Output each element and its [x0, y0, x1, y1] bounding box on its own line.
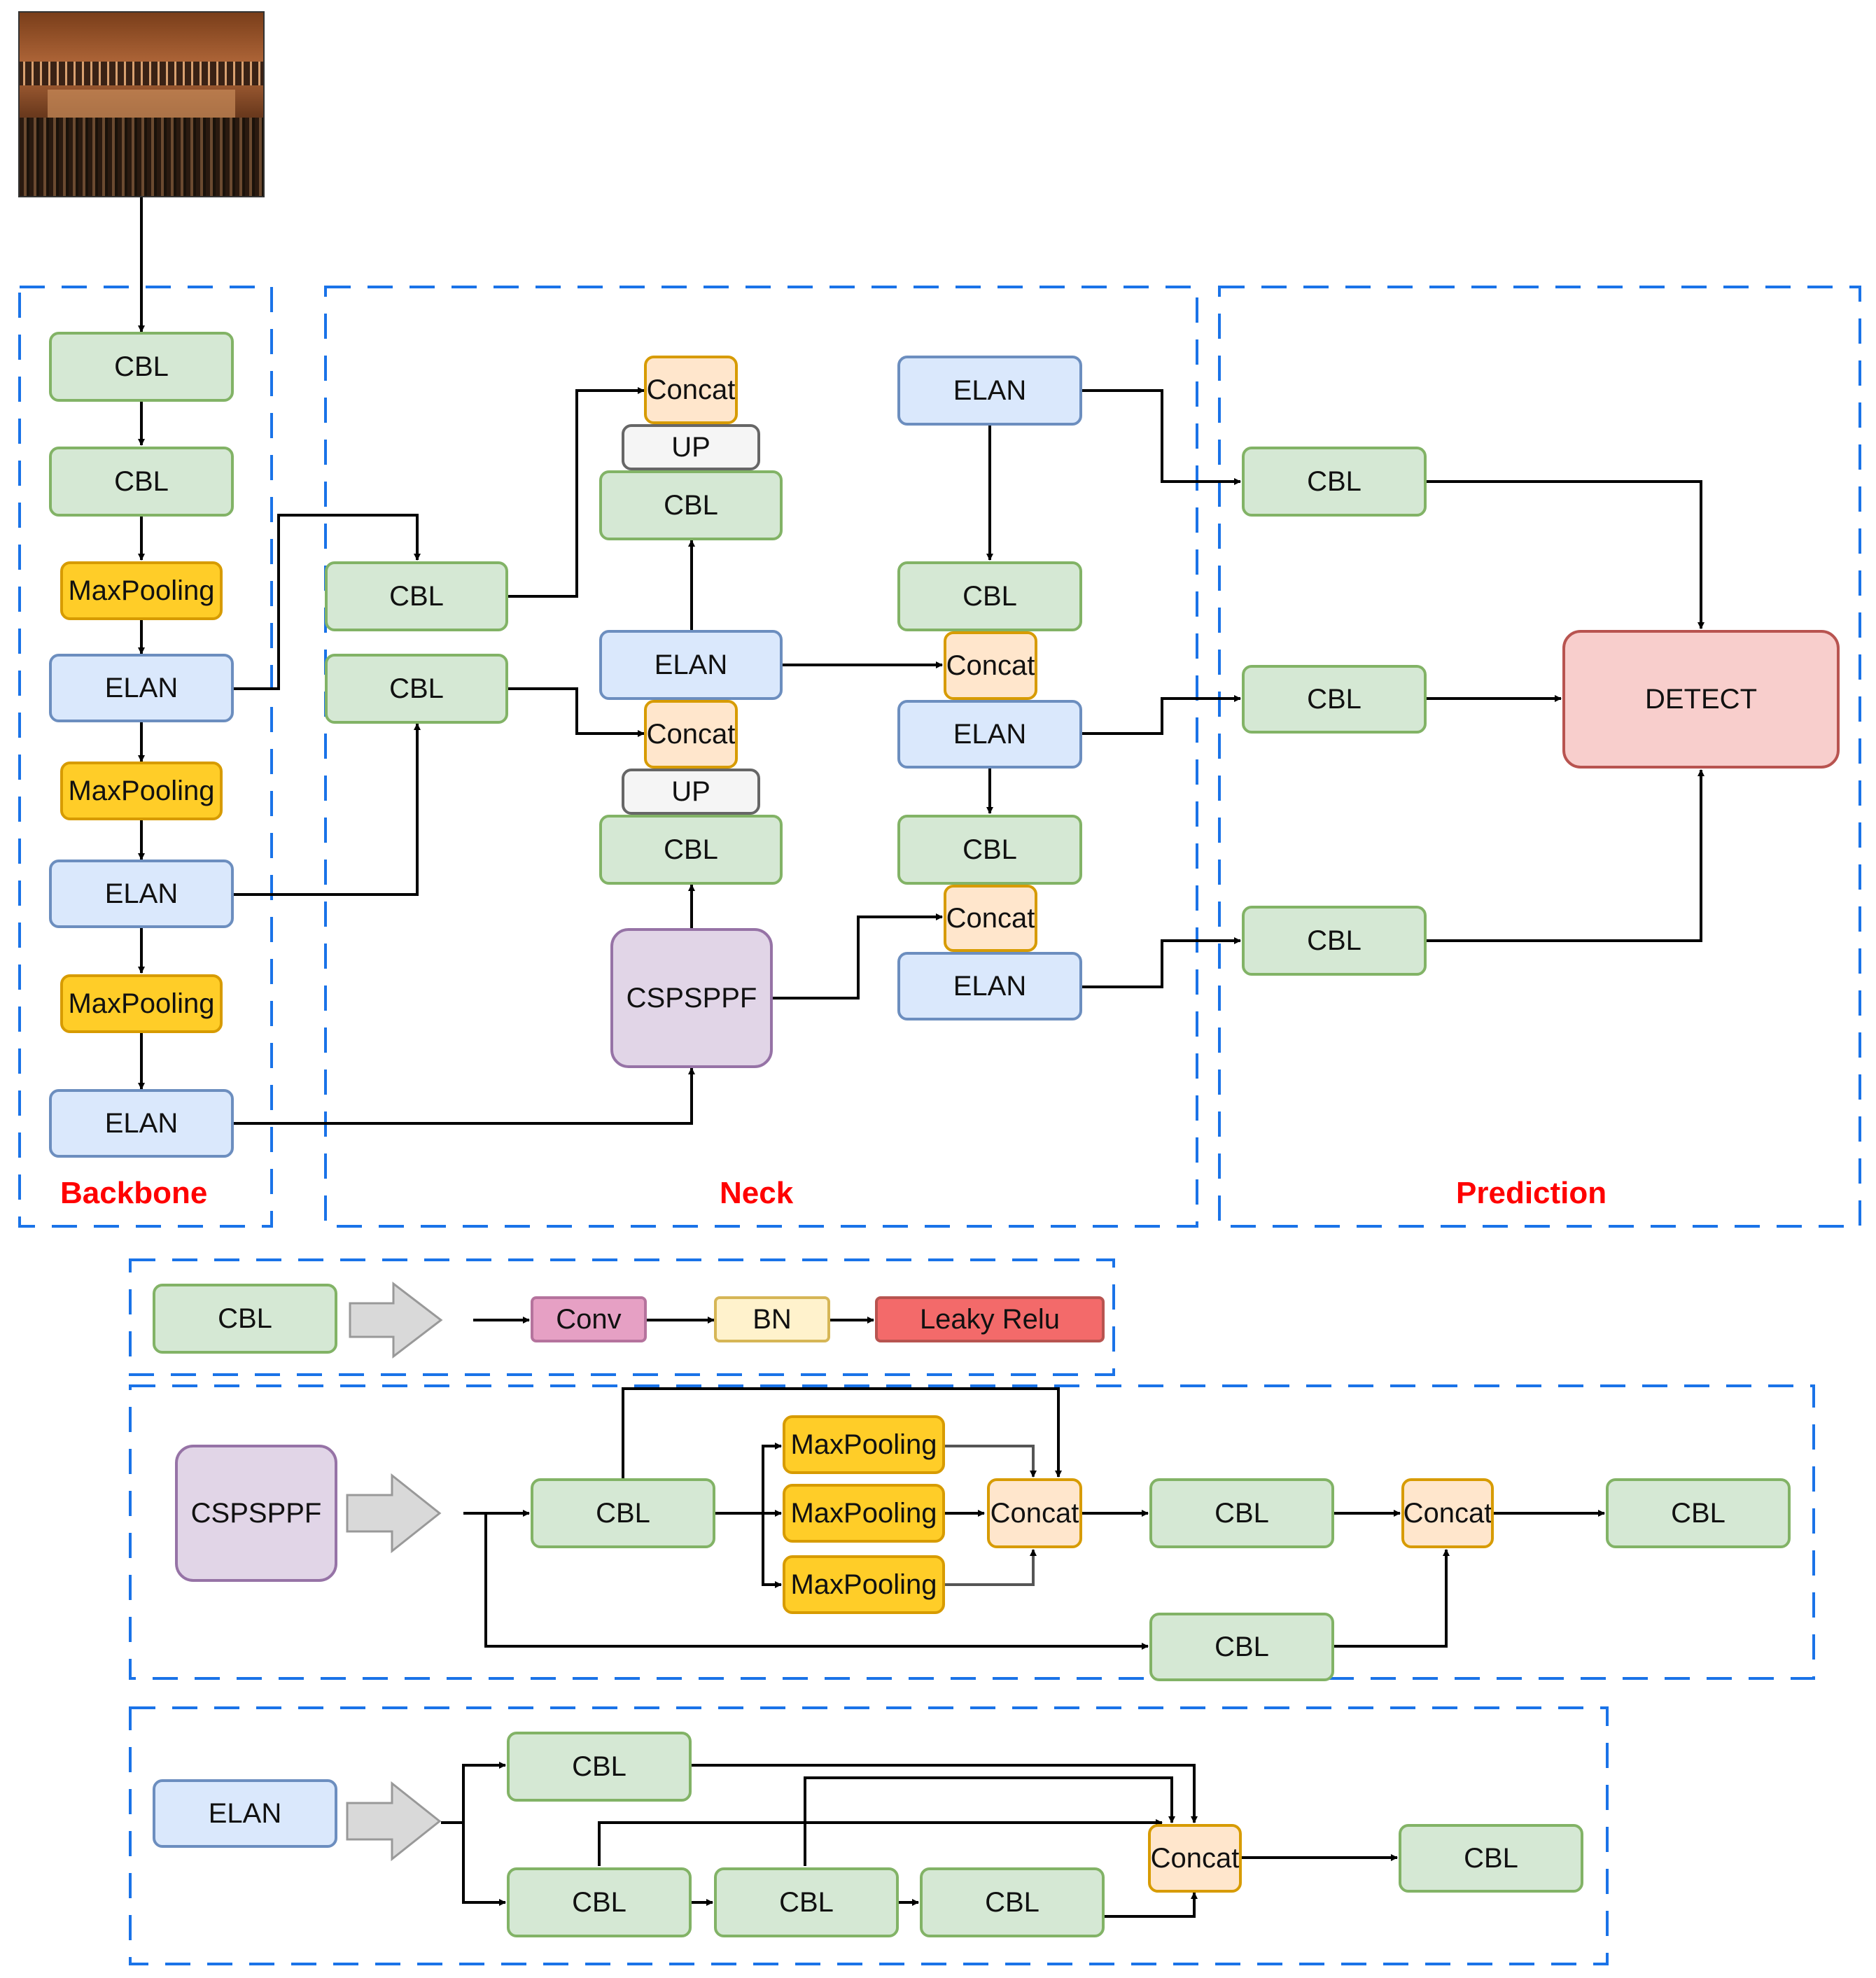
edge-spp-in-bottom [484, 1513, 1149, 1650]
edge-spp-botcbl-concat2 [1334, 1549, 1450, 1648]
neck-concat-right-2: Concat [944, 885, 1037, 952]
elan-cbl-out: CBL [1399, 1824, 1583, 1893]
elan-legend-region [129, 1706, 1609, 1965]
edge-pred1-detect [1427, 480, 1704, 629]
legend-leaky-relu: Leaky Relu [875, 1296, 1105, 1342]
edge-spp-mp-top [762, 1443, 782, 1513]
elan-cbl-b2: CBL [714, 1867, 899, 1937]
legend-cspsppf: CSPSPPF [175, 1445, 337, 1582]
edge-elan-split-bot [462, 1823, 506, 1906]
expand-arrow-cspsppf [346, 1473, 442, 1554]
spp-cbl-in: CBL [531, 1478, 715, 1548]
spp-cbl-bottom: CBL [1149, 1613, 1334, 1681]
spp-cbl-out: CBL [1606, 1478, 1791, 1548]
edge-elan-c3-concat [1105, 1892, 1198, 1918]
neck-elan-right-mid: ELAN [897, 700, 1082, 769]
legend-conv: Conv [531, 1296, 647, 1342]
edge-spp-mp-bot [762, 1513, 782, 1588]
spp-maxpooling-2: MaxPooling [783, 1484, 945, 1543]
elan-cbl-b3: CBL [920, 1867, 1105, 1937]
prediction-cbl-2: CBL [1242, 665, 1427, 734]
neck-concat-top: Concat [644, 356, 738, 424]
neck-cbl-up-mid: CBL [599, 815, 783, 885]
neck-up-top: UP [622, 424, 760, 470]
edge-cspsppf-concat-low [773, 913, 943, 999]
edge-elan2-neckcbl2 [234, 723, 421, 896]
backbone-maxpooling-3: MaxPooling [60, 974, 223, 1033]
expand-arrows [346, 1281, 443, 1862]
spp-concat-1: Concat [987, 1478, 1082, 1548]
photo-wall [48, 90, 235, 118]
spp-maxpooling-3: MaxPooling [783, 1555, 945, 1614]
edge-spp-mp3-concat [945, 1549, 1037, 1586]
neck-label: Neck [720, 1176, 794, 1210]
edge-neckcbl1-concat-top [508, 387, 645, 598]
connectors [138, 195, 1704, 1918]
neck-elan-top-right: ELAN [897, 356, 1082, 426]
elan-cbl-b1: CBL [507, 1867, 692, 1937]
backbone-region [18, 286, 273, 1228]
section-borders [18, 286, 1861, 1965]
backbone-maxpooling-2: MaxPooling [60, 762, 223, 820]
backbone-elan-3: ELAN [49, 1089, 234, 1158]
backbone-elan-2: ELAN [49, 860, 234, 928]
backbone-elan-1: ELAN [49, 654, 234, 722]
edge-elan1-neckcbl1 [234, 514, 421, 690]
prediction-cbl-3: CBL [1242, 906, 1427, 976]
legend-bn: BN [714, 1296, 830, 1342]
spp-cbl-mid: CBL [1149, 1478, 1334, 1548]
edge-elan-low-pred [1082, 937, 1241, 988]
backbone-cbl-2: CBL [49, 447, 234, 517]
backbone-label: Backbone [60, 1176, 208, 1210]
backbone-cbl-1: CBL [49, 332, 234, 402]
neck-cbl-2: CBL [325, 654, 508, 724]
prediction-label: Prediction [1456, 1176, 1607, 1210]
neck-up-mid: UP [622, 769, 760, 815]
edge-elan3-cspsppf [234, 1067, 695, 1125]
neck-concat-right-1: Concat [944, 631, 1037, 700]
prediction-cbl-1: CBL [1242, 447, 1427, 517]
edge-spp-cbl-skip [622, 1387, 1062, 1478]
edge-elan-c1-concat [598, 1819, 1163, 1866]
spp-concat-2: Concat [1401, 1478, 1494, 1548]
elan-concat: Concat [1148, 1824, 1242, 1893]
neck-region [324, 286, 1198, 1228]
expand-arrow-elan [346, 1781, 442, 1862]
photo-balcony [20, 62, 263, 85]
edge-elan-mid-pred [1082, 695, 1241, 735]
edge-spp-mp1-concat [945, 1445, 1037, 1478]
neck-elan-right-low: ELAN [897, 952, 1082, 1020]
backbone-maxpooling-1: MaxPooling [60, 561, 223, 620]
edge-pred3-detect [1427, 769, 1704, 942]
neck-elan-mid: ELAN [599, 630, 783, 700]
detect-head: DETECT [1562, 630, 1840, 769]
edge-neckcbl2-concat-mid [508, 687, 645, 737]
neck-cspsppf: CSPSPPF [610, 928, 773, 1068]
expand-arrow-cbl [349, 1281, 443, 1359]
neck-cbl-1: CBL [325, 561, 508, 631]
input-image [18, 11, 265, 197]
legend-cbl: CBL [153, 1284, 337, 1354]
edge-elan-top-pred [1082, 389, 1241, 485]
neck-cbl-right-1: CBL [897, 561, 1082, 631]
edge-elan-top-concat [692, 1764, 1198, 1823]
neck-cbl-up-top: CBL [599, 470, 783, 540]
neck-concat-mid: Concat [644, 700, 738, 769]
edge-elan-split-top [462, 1762, 506, 1823]
spp-maxpooling-1: MaxPooling [783, 1415, 945, 1474]
prediction-region [1218, 286, 1861, 1228]
elan-cbl-top: CBL [507, 1732, 692, 1802]
legend-elan: ELAN [153, 1779, 337, 1848]
cspsppf-legend-region [129, 1384, 1815, 1680]
photo-orchestra [20, 118, 263, 196]
neck-cbl-right-2: CBL [897, 815, 1082, 885]
